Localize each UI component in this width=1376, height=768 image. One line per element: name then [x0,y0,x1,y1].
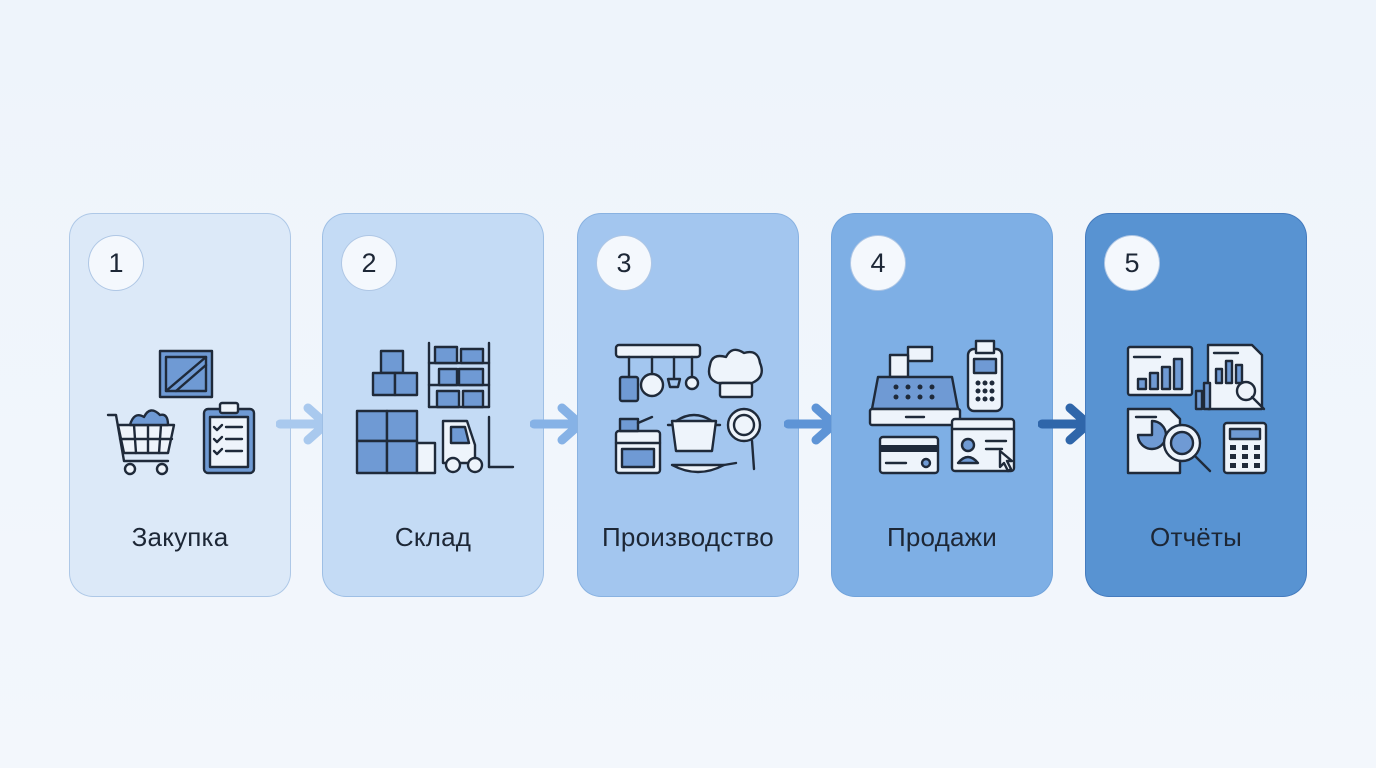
credit-card-icon [878,435,940,475]
production-icons [602,339,776,479]
step-label: Производство [602,522,774,552]
purchasing-icons [94,339,268,479]
step-number-badge: 3 [596,235,652,291]
chef-hat-icon [707,348,763,399]
step-number-badge: 5 [1104,235,1160,291]
payment-terminal-icon [966,339,1004,413]
step-number-badge: 1 [88,235,144,291]
step-label: Закупка [131,522,229,552]
warehouse-icons [347,339,521,479]
reports-icons [1110,339,1284,479]
magnifier-report-icon [1126,407,1212,475]
pot-icon [666,413,722,453]
bar-chart-report-icon [1126,345,1194,397]
calculator-icon [1222,421,1268,475]
step-card-purchasing: 1 [69,213,291,597]
step-label: Отчёты [1150,522,1242,552]
forklift-icon [441,415,515,474]
step-number-badge: 4 [850,235,906,291]
frying-pan-icon [670,407,762,474]
boxes-icon [355,349,437,475]
step-card-reports: 5 [1085,213,1307,597]
online-order-icon [950,417,1016,473]
step-card-warehouse: 2 [322,213,544,597]
step-card-sales: 4 [831,213,1053,597]
clipboard-checklist-icon [202,401,256,475]
kitchen-utensils-icon [614,343,702,403]
step-number-badge: 2 [341,235,397,291]
stove-icon [614,415,662,475]
document-analytics-icon [1194,343,1266,411]
warehouse-shelf-icon [427,341,491,409]
cash-register-icon [868,345,962,427]
shopping-cart-icon [106,409,176,476]
crate-icon [158,349,214,399]
step-label: Склад [394,522,472,552]
sales-icons [856,339,1030,479]
step-label: Продажи [887,522,997,552]
step-card-production: 3 [577,213,799,597]
